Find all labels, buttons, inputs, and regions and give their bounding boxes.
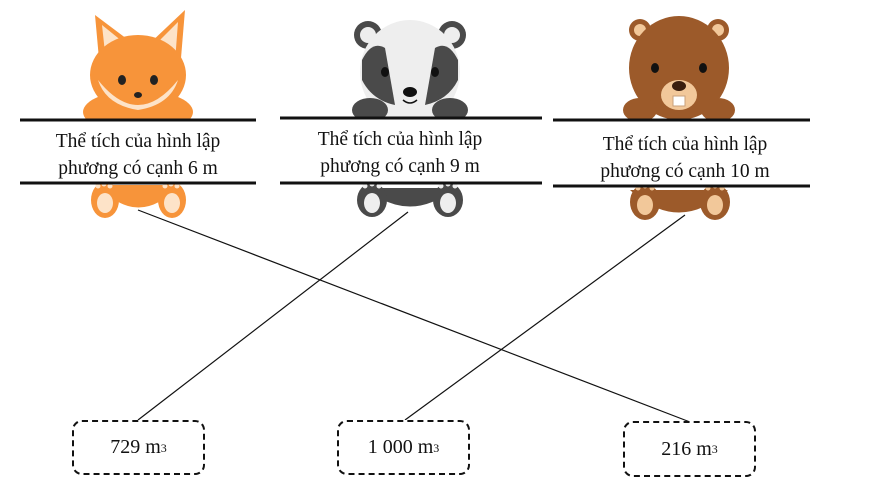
fox-icon xyxy=(83,10,193,218)
card-line1: Thể tích của hình lập xyxy=(602,134,768,155)
match-line xyxy=(137,209,691,423)
match-line xyxy=(137,211,409,421)
card-line1: Thể tích của hình lập xyxy=(317,129,483,150)
match-line xyxy=(404,214,686,421)
answer-value: 729 m xyxy=(110,436,161,458)
card-line2: phương có cạnh 6 m xyxy=(58,158,218,179)
card-fox-text: Thể tích của hình lập phương có cạnh 6 m xyxy=(20,128,256,182)
answer-value: 1 000 m xyxy=(367,436,434,458)
card-beaver-text: Thể tích của hình lập phương có cạnh 10 … xyxy=(575,131,795,185)
card-badger-text: Thể tích của hình lập phương có cạnh 9 m xyxy=(280,126,520,180)
card-line2: phương có cạnh 9 m xyxy=(320,156,480,177)
answer-value: 216 m xyxy=(661,437,712,460)
label-bars xyxy=(20,116,810,188)
card-line2: phương có cạnh 10 m xyxy=(600,161,770,182)
match-lines xyxy=(137,209,691,423)
beaver-icon xyxy=(623,16,735,220)
card-line1: Thể tích của hình lập xyxy=(55,131,221,152)
badger-icon xyxy=(352,20,468,217)
